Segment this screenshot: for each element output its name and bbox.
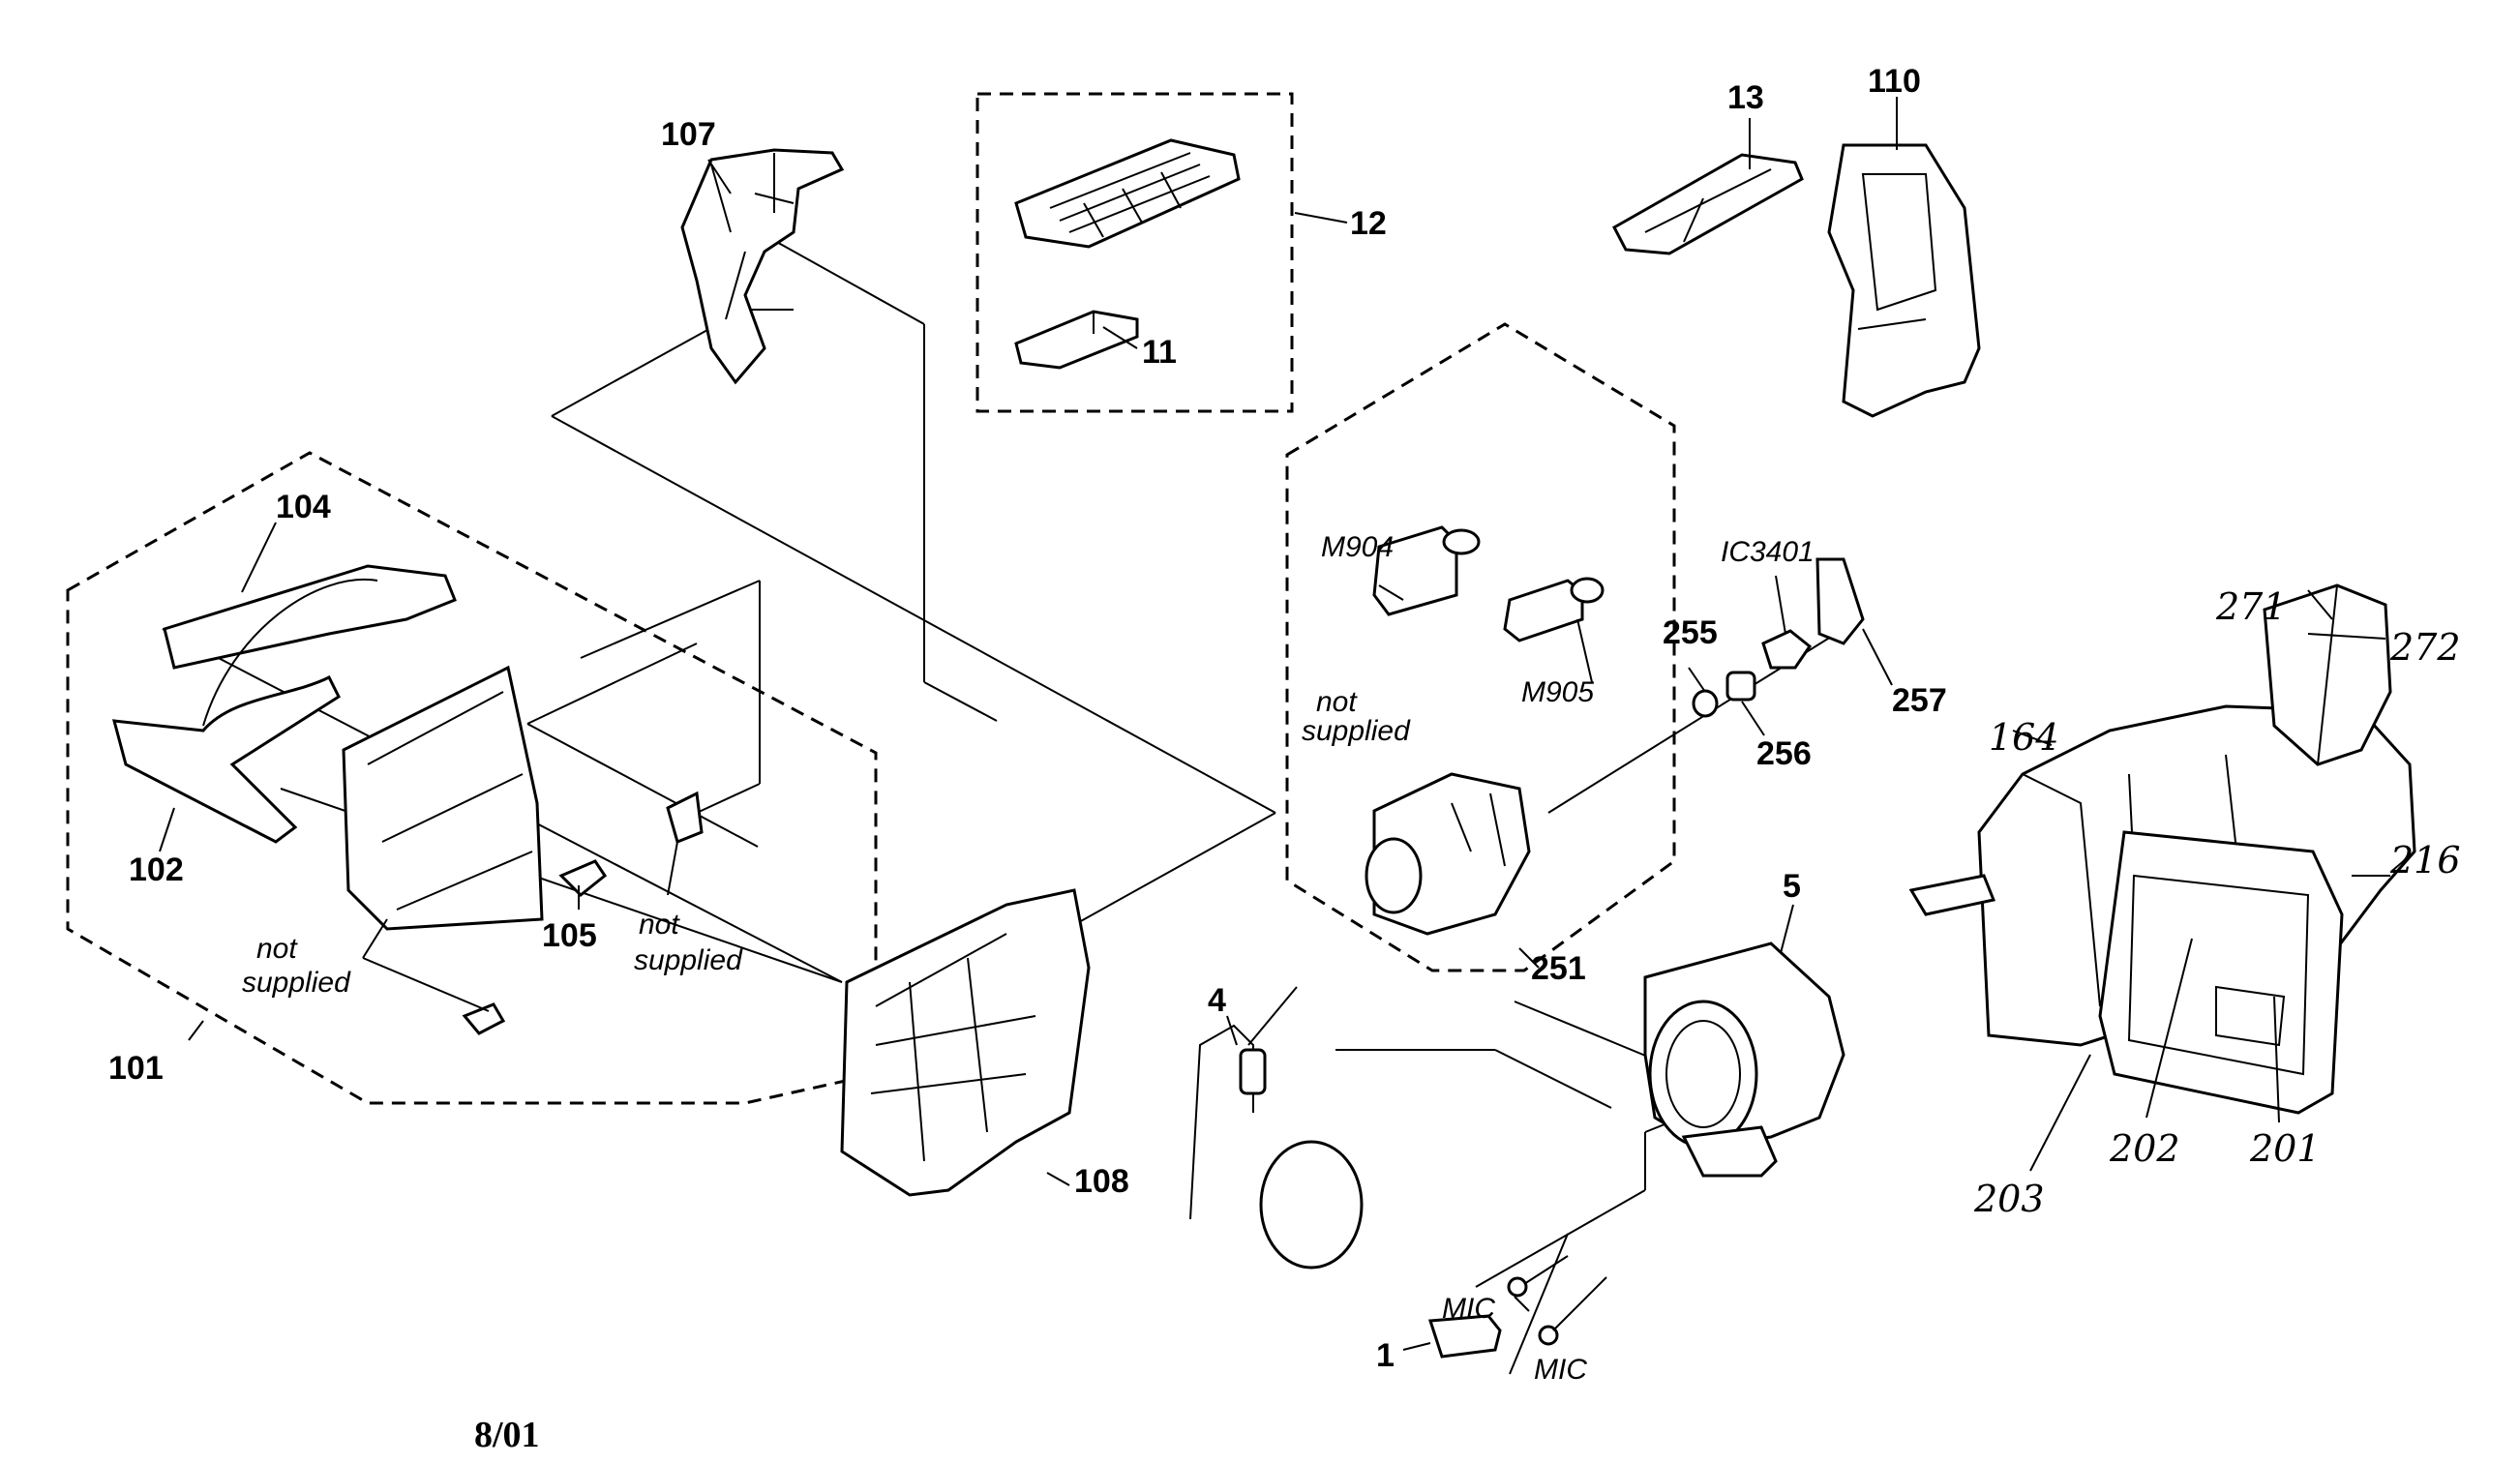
label-257: 257: [1892, 682, 1947, 719]
footer-date: 8/01: [474, 1415, 540, 1455]
part-101-frame: [342, 665, 544, 931]
note-not-supplied-c-line1: not: [1316, 686, 1358, 718]
note-not-supplied-b-line2: supplied: [634, 944, 743, 976]
label-4: 4: [1208, 982, 1226, 1019]
part-labels: 107 12 11 13 110 104 102 105 101 108 4 5…: [108, 63, 2461, 1386]
part-12-remote-commander: [1014, 138, 1241, 249]
label-12: 12: [1350, 205, 1387, 242]
part-256-ring: [1725, 671, 1756, 702]
label-m905: M905: [1521, 676, 1594, 708]
part-5-lens-ring: [1643, 941, 1845, 1178]
part-102-belt: [111, 674, 341, 844]
part-mic-screw-b: [1538, 1276, 1607, 1346]
label-101: 101: [108, 1050, 164, 1087]
label-11: 11: [1142, 334, 1177, 371]
part-107-bracket: [680, 148, 845, 385]
label-ic3401: IC3401: [1721, 536, 1815, 568]
label-216: 216: [2389, 839, 2461, 881]
part-13-bracket: [1612, 153, 1804, 255]
label-105: 105: [542, 917, 597, 954]
label-13: 13: [1727, 79, 1764, 116]
part-4-lens-cap: [1189, 986, 1364, 1270]
label-271: 271: [2215, 585, 2287, 628]
label-202: 202: [2109, 1127, 2180, 1170]
label-251: 251: [1531, 950, 1586, 987]
part-108-chassis: [840, 888, 1091, 1197]
label-m904: M904: [1321, 531, 1394, 563]
label-108: 108: [1074, 1163, 1129, 1200]
group-12-boundary: [975, 92, 1294, 413]
group-251-boundary: [1285, 322, 1676, 972]
label-110: 110: [1868, 63, 1921, 100]
leader-lines: [159, 97, 2390, 1351]
label-mic-a: MIC: [1442, 1293, 1495, 1325]
group-101-boundary: [66, 451, 878, 1105]
label-255: 255: [1663, 614, 1718, 651]
part-not-supplied-clip-a: [666, 791, 704, 845]
part-mic-screw-a: [1507, 1255, 1569, 1298]
label-102: 102: [129, 852, 184, 888]
part-105-clip: [558, 859, 608, 898]
part-255-ring: [1692, 689, 1719, 718]
label-203: 203: [1973, 1178, 2045, 1220]
part-216-lcd-panel: [2098, 830, 2344, 1115]
note-not-supplied-a-line1: not: [256, 933, 298, 965]
not-supplied-notes: not supplied not supplied not supplied: [242, 686, 1411, 999]
note-not-supplied-b-line1: not: [639, 909, 680, 941]
part-flex-cable: [1908, 874, 1996, 916]
label-104: 104: [276, 489, 331, 525]
label-mic-b: MIC: [1534, 1354, 1587, 1386]
part-1-cover: [1427, 1314, 1502, 1359]
label-272: 272: [2389, 626, 2461, 669]
label-5: 5: [1783, 868, 1801, 905]
part-m904-motor: [1372, 525, 1481, 616]
label-164: 164: [1989, 716, 2059, 759]
label-107: 107: [661, 116, 716, 153]
note-not-supplied-a-line2: supplied: [242, 967, 351, 999]
label-201: 201: [2249, 1127, 2321, 1170]
part-271-viewfinder: [2263, 583, 2392, 766]
part-251-lens-block: [1365, 772, 1531, 936]
part-110-mechanism: [1827, 143, 1981, 418]
label-256: 256: [1756, 735, 1812, 772]
part-m905-motor: [1503, 577, 1605, 642]
part-257-bracket: [1815, 557, 1865, 645]
part-104-strap: [163, 564, 457, 727]
label-1: 1: [1376, 1337, 1395, 1374]
note-not-supplied-c-line2: supplied: [1302, 715, 1411, 747]
part-11-battery-cover: [1014, 310, 1139, 370]
part-ic3401: [1761, 629, 1813, 670]
